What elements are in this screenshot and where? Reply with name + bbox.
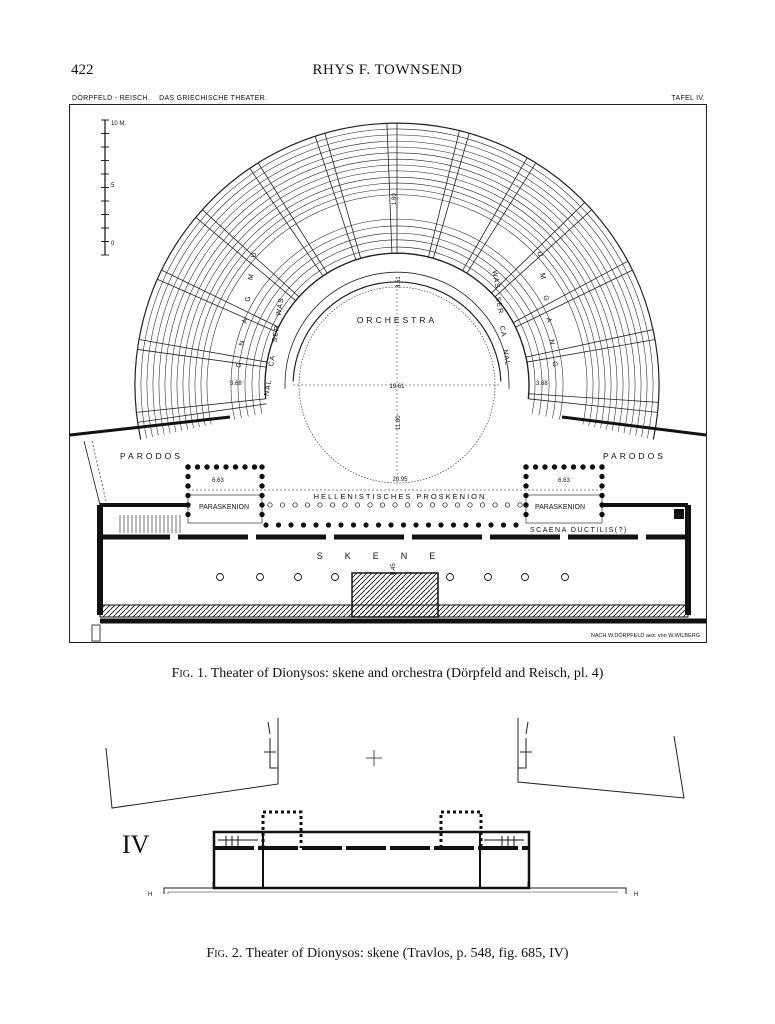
- theater-plan-drawing: 10 M. 5 0 ORCHESTRA 19.61 3.51 11.80 1.8…: [70, 119, 706, 642]
- svg-text:G: G: [235, 361, 243, 369]
- umgang-left-label: U M G A N G: [235, 251, 258, 369]
- svg-text:U: U: [250, 251, 258, 258]
- figure-2-caption: Fig. 2. Theater of Dionysos: skene (Trav…: [0, 946, 775, 962]
- svg-text:U: U: [535, 251, 543, 258]
- dim-parask-right: 6.63: [558, 478, 570, 484]
- dim-left-aisle: 3.68: [230, 381, 242, 387]
- svg-text:G: G: [541, 295, 549, 303]
- scale-label-5: 5: [111, 183, 115, 189]
- svg-text:CA: CA: [268, 354, 277, 367]
- svg-text:SER: SER: [494, 297, 504, 315]
- section-mark-right: H: [634, 892, 638, 898]
- paraskenion-left-label: PARASKENION: [199, 504, 249, 511]
- svg-text:WAS: WAS: [275, 297, 285, 317]
- svg-text:M: M: [538, 273, 546, 281]
- skene-plan-drawing: IV H H: [105, 718, 685, 898]
- running-head: RHYS F. TOWNSEND: [312, 62, 463, 78]
- skene-label: SKENE: [317, 551, 458, 561]
- svg-text:N: N: [238, 339, 246, 346]
- scaena-ductilis-label: SCAENA DUCTILIS(?): [530, 527, 628, 534]
- figure-1-caption: Fig. 1. Theater of Dionysos: skene and o…: [0, 666, 775, 682]
- umgang-right-label: U M G A N G: [535, 251, 558, 369]
- dim-radius: 3.51: [396, 276, 402, 288]
- dim-span: 20.95: [392, 477, 408, 483]
- dim-depth: 11.80: [396, 415, 402, 430]
- roman-numeral-iv: IV: [122, 830, 150, 859]
- svg-text:SER: SER: [272, 325, 282, 343]
- orchestra-label: ORCHESTRA: [357, 315, 437, 325]
- section-mark-left: H: [148, 892, 152, 898]
- svg-text:A: A: [544, 317, 552, 324]
- svg-text:G: G: [244, 295, 252, 303]
- dim-right-aisle: 3.68: [536, 381, 548, 387]
- plate-number-label: TAFEL IV.: [671, 95, 705, 102]
- cavea-seating: [134, 122, 660, 485]
- svg-text:CA: CA: [498, 325, 507, 338]
- parodos-left-label: PARODOS: [120, 451, 183, 461]
- scale-label-10: 10 M.: [111, 121, 126, 127]
- dim-skene-depth: 6.45: [391, 563, 397, 575]
- dim-width: 19.61: [389, 384, 405, 390]
- proskenion-label: HELLENISTISCHES PROSKENION: [314, 492, 487, 501]
- parodos-right-label: PARODOS: [603, 451, 666, 461]
- svg-text:M: M: [247, 273, 255, 281]
- figure-2-caption-text: Theater of Dionysos: skene (Travlos, p. …: [242, 946, 569, 961]
- figure-1-plan: 10 M. 5 0 ORCHESTRA 19.61 3.51 11.80 1.8…: [69, 104, 707, 643]
- svg-text:WAS: WAS: [490, 270, 500, 290]
- figure-1-caption-text: Theater of Dionysos: skene and orchestra…: [207, 666, 604, 681]
- page-number: 422: [71, 62, 94, 78]
- drawing-credit: NACH W.DÖRPFELD aez. von W.WILBERG: [591, 632, 700, 639]
- figure-2-plan: IV H H: [98, 708, 698, 918]
- svg-text:NAL: NAL: [501, 349, 511, 367]
- paraskenion-right-label: PARASKENION: [535, 504, 585, 511]
- dim-parask-left: 6.63: [212, 478, 224, 484]
- svg-text:N: N: [547, 339, 555, 346]
- svg-text:G: G: [550, 361, 558, 369]
- stage-structure: [70, 415, 706, 642]
- wasser-canal-right-label: WAS SER CA NAL: [490, 270, 510, 367]
- scale-label-0: 0: [111, 241, 115, 247]
- dim-top: 1.80: [392, 193, 398, 205]
- figure-1-number: Fig. 1.: [171, 666, 208, 681]
- svg-text:A: A: [242, 317, 250, 324]
- plate-source-label: DÖRPFELD - REISCH. DAS GRIECHISCHE THEAT…: [72, 95, 268, 102]
- figure-2-number: Fig. 2.: [206, 946, 243, 961]
- wasser-canal-left-label: NAL CA SER WAS: [264, 297, 286, 397]
- scale-bar: 10 M. 5 0: [101, 119, 126, 256]
- svg-text:NAL: NAL: [264, 379, 274, 397]
